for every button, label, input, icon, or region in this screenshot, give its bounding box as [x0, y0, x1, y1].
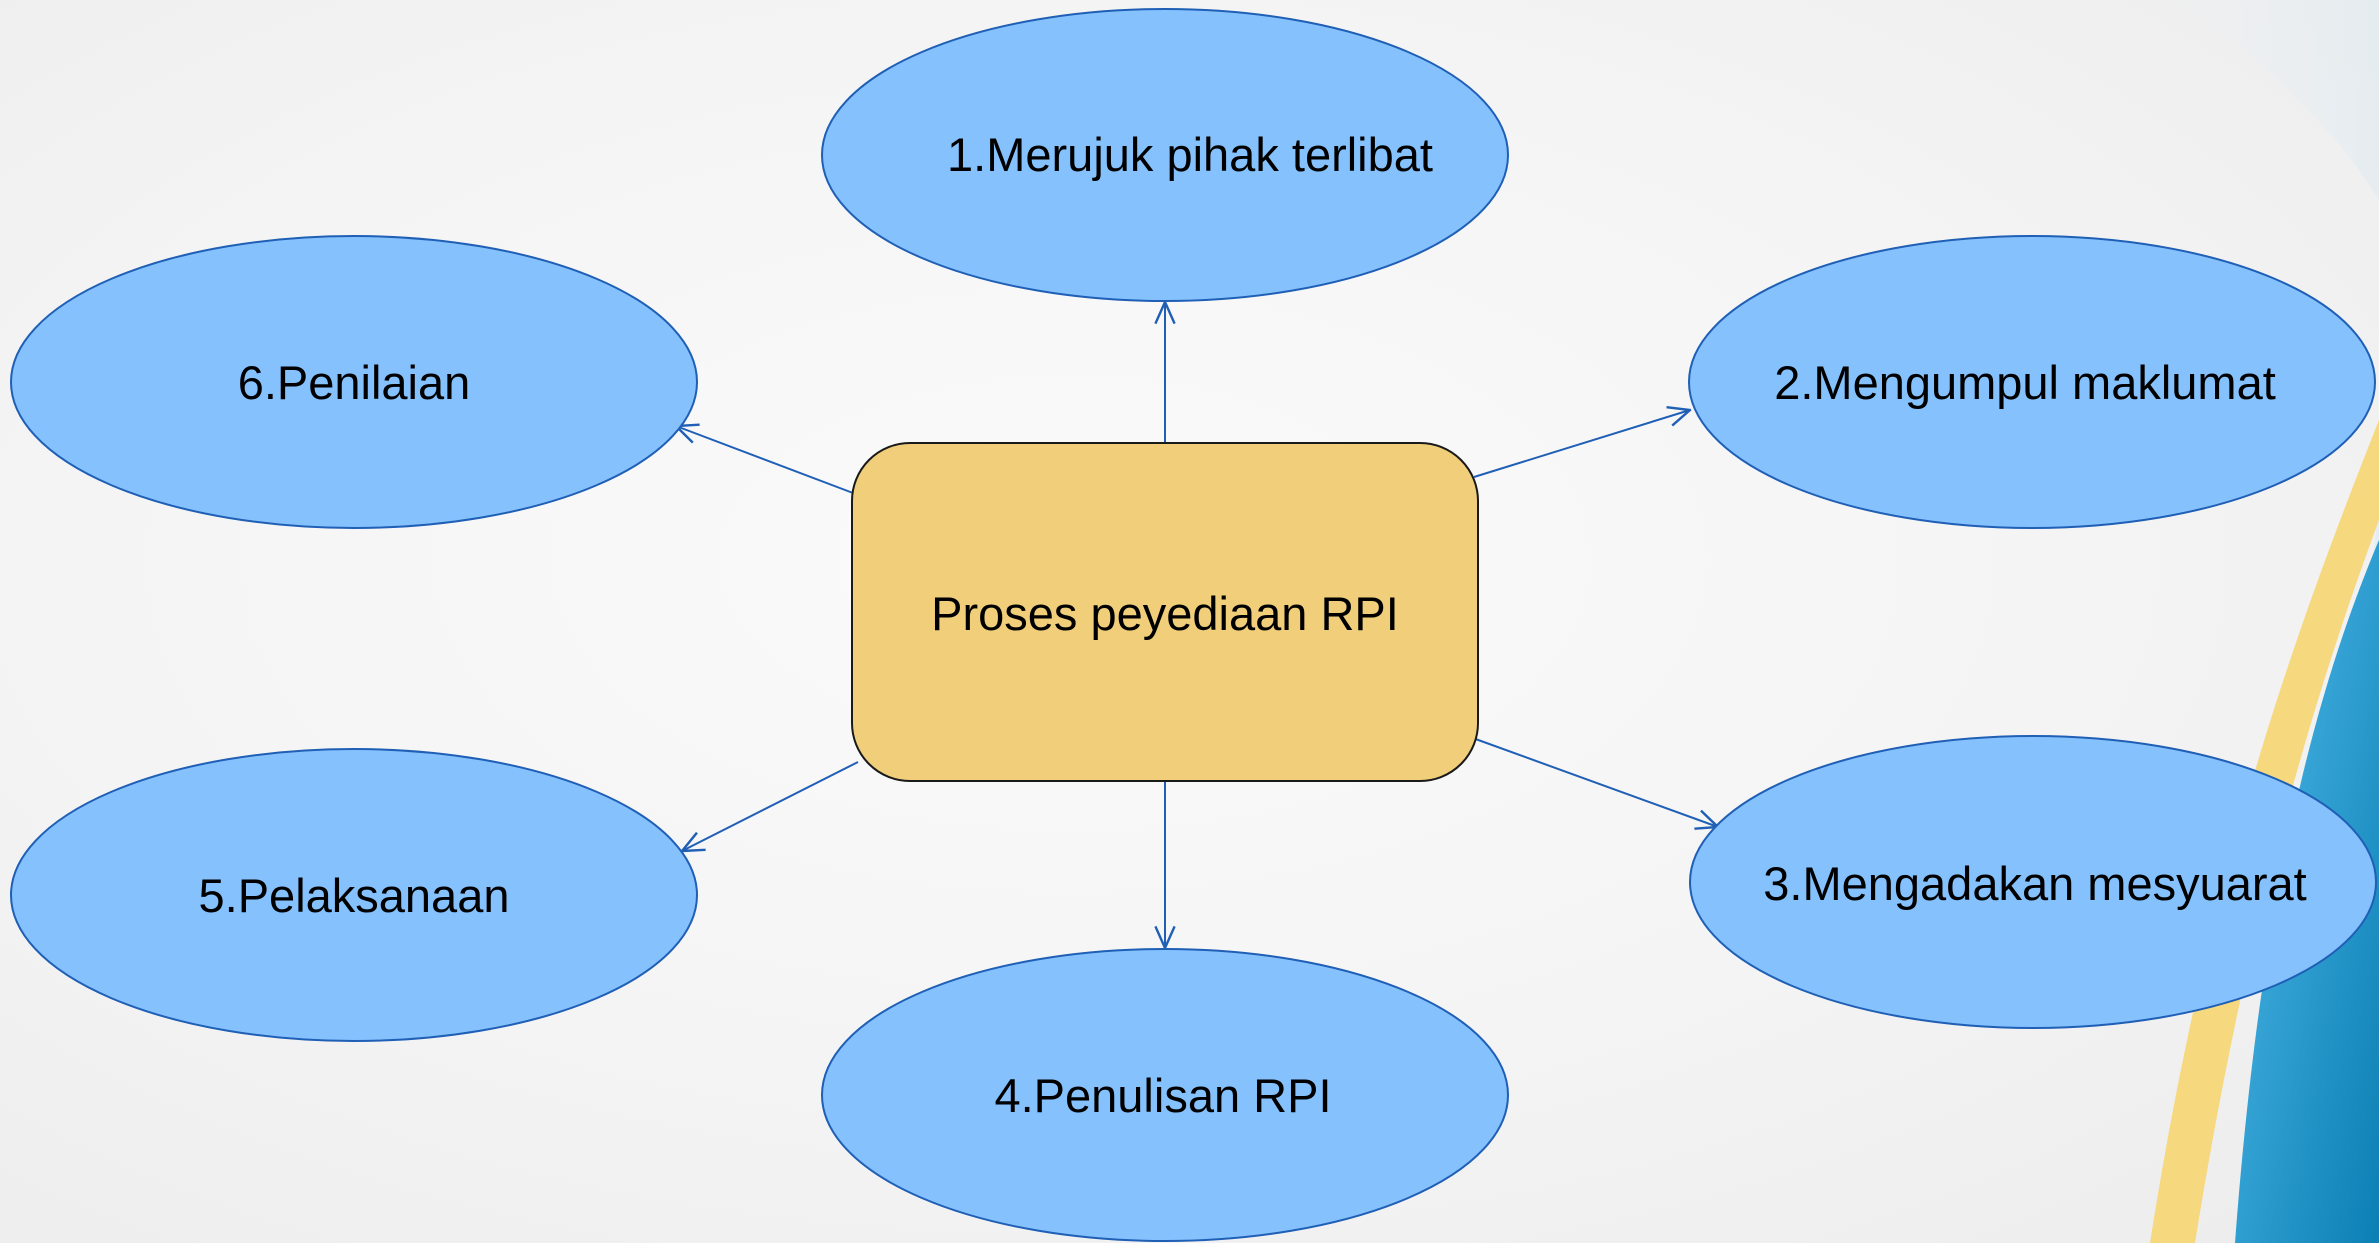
step-1-label: 1.Merujuk pihak terlibat — [947, 128, 1433, 181]
connector-step-6 — [676, 426, 854, 494]
step-4-node: 4.Penulisan RPI — [821, 948, 1509, 1242]
step-6-node: 6.Penilaian — [10, 235, 698, 529]
step-2-node: 2.Mengumpul maklumat — [1688, 235, 2376, 529]
connector-step-2 — [1473, 410, 1690, 478]
center-node: Proses peyediaan RPI — [851, 442, 1479, 782]
step-1-node: 1.Merujuk pihak terlibat — [821, 8, 1509, 302]
step-5-node: 5.Pelaksanaan — [10, 748, 698, 1042]
step-5-label: 5.Pelaksanaan — [199, 869, 510, 922]
connector-step-3 — [1469, 736, 1718, 827]
connectors — [676, 302, 1718, 948]
step-3-node: 3.Mengadakan mesyuarat — [1689, 735, 2377, 1029]
step-6-label: 6.Penilaian — [238, 356, 471, 409]
step-2-label: 2.Mengumpul maklumat — [1774, 356, 2276, 409]
step-4-label: 4.Penulisan RPI — [994, 1069, 1331, 1122]
decorative-swoosh — [2150, 0, 2379, 1243]
step-3-label: 3.Mengadakan mesyuarat — [1763, 857, 2306, 910]
center-label: Proses peyediaan RPI — [931, 587, 1399, 640]
connector-step-5 — [682, 761, 859, 851]
